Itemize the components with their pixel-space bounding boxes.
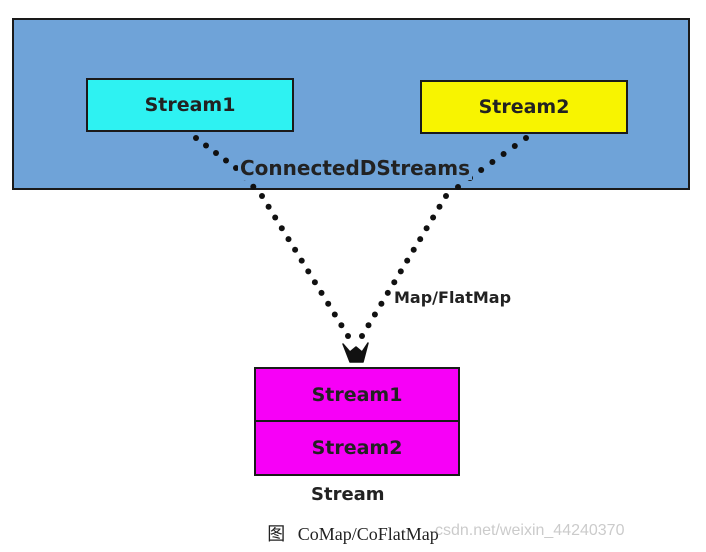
right-connector-dot-7 [443,193,449,199]
right-connector-dot-2 [500,151,507,157]
left-connector-dot-4 [233,165,239,171]
right-connector-dot-8 [436,203,443,210]
caption-text: CoMap/CoFlatMap [297,524,439,544]
right-connector-dot-18 [371,311,378,318]
left-connector-dot-16 [318,289,325,296]
right-connector-dot-12 [410,246,417,253]
left-connector-dot-3 [223,157,229,164]
right-connector-dot-11 [417,236,424,243]
left-connector-dot-18 [331,311,338,318]
left-connector-dot-10 [278,225,285,232]
right-connector-dot-14 [397,268,404,275]
right-connector-dot-15 [391,279,398,286]
input-stream2-box: Stream2 [420,80,628,134]
arrow-head-icon [342,342,369,363]
left-connector-dot-15 [311,279,318,286]
left-connector-dot-8 [265,203,272,210]
right-connector-dot-16 [384,289,391,296]
right-connector-dot-0 [523,135,529,141]
right-connector-dot-4 [478,167,485,173]
output-stream1-label: Stream1 [311,384,403,406]
output-stream-label: Stream [311,484,385,505]
output-stream2-box: Stream2 [254,420,460,476]
left-connector-dot-19 [338,322,345,329]
output-stream2-label: Stream2 [311,437,403,459]
input-stream2-label: Stream2 [478,96,570,118]
left-connector-dot-12 [292,246,299,253]
left-connector-dot-1 [203,142,209,149]
left-connector-dot-9 [272,214,279,221]
left-connector-dot-0 [193,135,199,141]
right-connector-dot-13 [404,257,411,264]
input-stream1-box: Stream1 [86,78,294,132]
left-connector-dot-2 [213,150,219,156]
right-connector-dot-6 [455,184,461,190]
right-connector-dot-10 [423,225,430,232]
figure-caption: 图 CoMap/CoFlatMap [0,520,706,546]
right-connector-dot-20 [359,333,365,339]
left-connector-dot-14 [305,268,312,275]
left-connector-dot-20 [345,333,351,339]
right-connector-dot-9 [430,214,437,221]
right-connector-dot-17 [378,300,385,307]
input-stream1-label: Stream1 [144,94,236,116]
left-connector-dot-6 [250,183,257,190]
left-connector-dot-7 [259,193,265,199]
left-connector-dot-17 [325,300,332,307]
right-connector-dot-3 [489,159,496,165]
output-stream1-box: Stream1 [254,367,460,423]
right-connector-dot-19 [365,322,372,329]
left-connector-dot-13 [298,257,305,264]
watermark-text: csdn.net/weixin_44240370 [435,522,625,539]
connected-dstreams-label: ConnectedDStreams [238,156,472,180]
right-connector-dot-1 [511,143,518,149]
left-connector-dot-11 [285,236,292,243]
caption-prefix: 图 [267,524,286,544]
map-flatmap-label: Map/FlatMap [394,288,512,307]
